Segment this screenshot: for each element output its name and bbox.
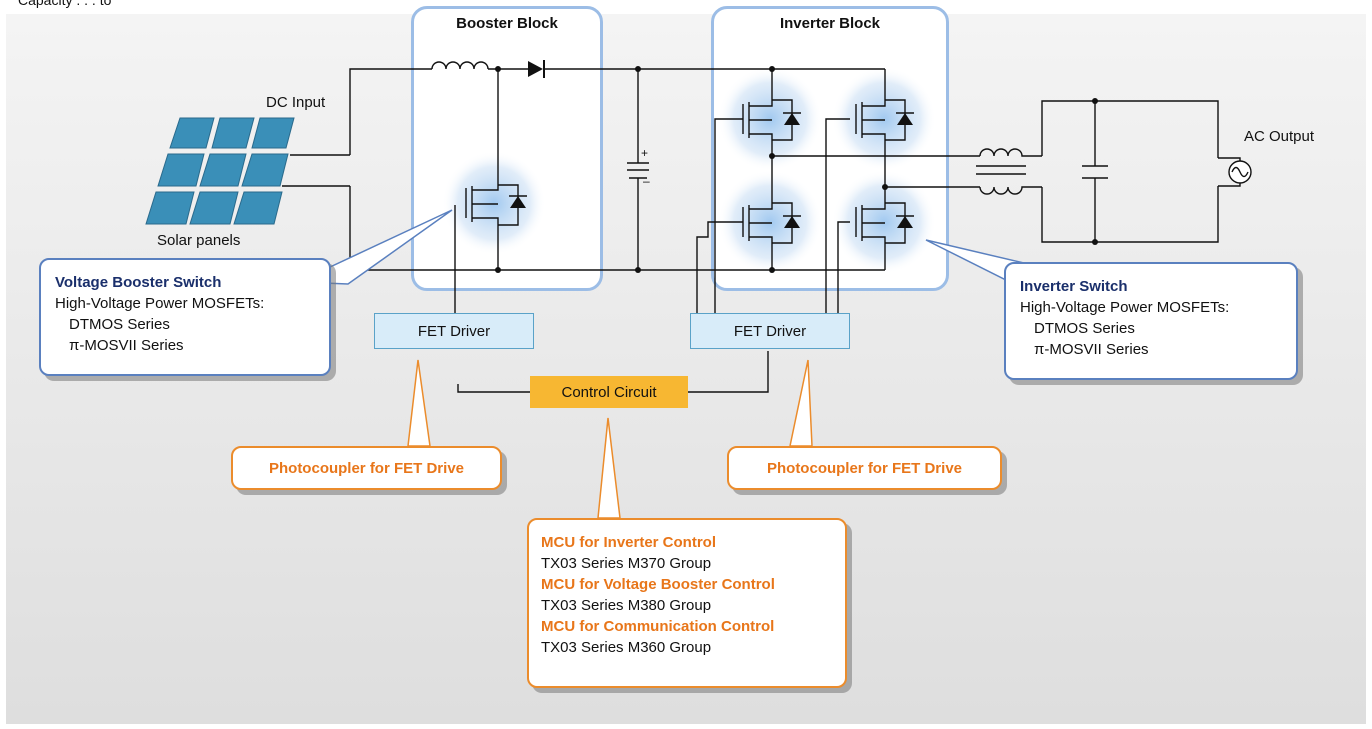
booster-switch-title: Voltage Booster Switch <box>55 274 222 291</box>
booster-switch-line3: π-MOSVII Series <box>69 337 184 354</box>
booster-switch-callout: Voltage Booster Switch High-Voltage Powe… <box>39 258 331 376</box>
fet-driver-right: FET Driver <box>690 313 850 349</box>
inverter-switch-line2: DTMOS Series <box>1034 320 1135 337</box>
booster-switch-line1: High-Voltage Power MOSFETs: <box>55 295 265 312</box>
photocoupler-right-callout: Photocoupler for FET Drive <box>727 446 1002 490</box>
booster-switch-line2: DTMOS Series <box>69 316 170 333</box>
top-cut-text: Capacity . . . to <box>18 0 112 8</box>
dc-input-label: DC Input <box>266 94 326 111</box>
inverter-mosfet-glow-2 <box>832 67 936 171</box>
mcu-tail <box>597 417 621 519</box>
mcu-inverter-title: MCU for Inverter Control <box>541 534 717 551</box>
inverter-switch-line3: π-MOSVII Series <box>1034 341 1149 358</box>
mcu-booster-title: MCU for Voltage Booster Control <box>541 576 775 593</box>
svg-text:–: – <box>643 174 650 188</box>
photocoupler-left-callout: Photocoupler for FET Drive <box>231 446 502 490</box>
mcu-inverter-desc: TX03 Series M370 Group <box>541 555 712 572</box>
solar-panels-label: Solar panels <box>157 232 241 249</box>
ac-source-icon <box>1228 160 1252 184</box>
inverter-mosfet-glow-3 <box>718 170 822 274</box>
mcu-booster-desc: TX03 Series M380 Group <box>541 597 712 614</box>
booster-block-title: Booster Block <box>456 15 558 32</box>
solar-panel-icon <box>145 117 295 225</box>
photocoupler-right-tail <box>789 359 813 447</box>
inverter-mosfet-glow-4 <box>832 170 936 274</box>
fet-driver-left: FET Driver <box>374 313 534 349</box>
inverter-mosfet-icon-2 <box>855 93 906 145</box>
photocoupler-left-tail <box>407 359 431 447</box>
ac-output-label: AC Output <box>1244 128 1315 145</box>
mcu-callout: MCU for Inverter Control TX03 Series M37… <box>527 518 847 688</box>
inverter-mosfet-glow-1 <box>718 67 822 171</box>
inverter-switch-callout: Inverter Switch High-Voltage Power MOSFE… <box>1004 262 1298 380</box>
svg-text:+: + <box>641 146 648 160</box>
mcu-communication-desc: TX03 Series M360 Group <box>541 639 712 656</box>
inverter-switch-line1: High-Voltage Power MOSFETs: <box>1020 299 1230 316</box>
booster-mosfet-icon <box>465 175 519 230</box>
booster-mosfet-glow <box>442 151 546 255</box>
control-circuit: Control Circuit <box>530 376 688 408</box>
mcu-communication-title: MCU for Communication Control <box>541 618 775 635</box>
diode-icon <box>528 61 543 77</box>
inverter-block-title: Inverter Block <box>779 15 881 32</box>
inverter-switch-title: Inverter Switch <box>1020 278 1128 295</box>
